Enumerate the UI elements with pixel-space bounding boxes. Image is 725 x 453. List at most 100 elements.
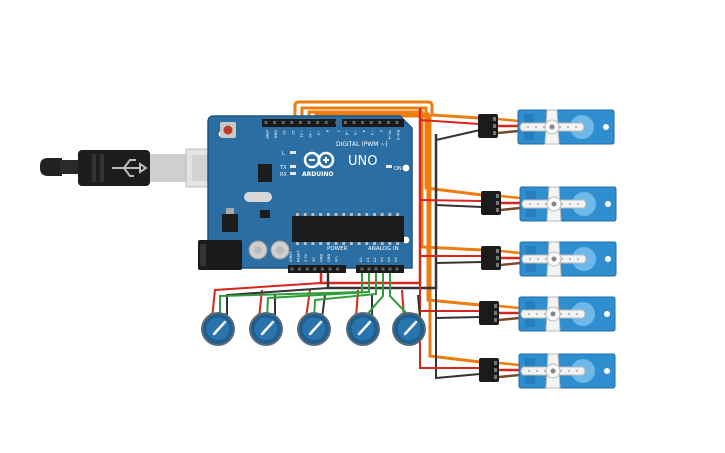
header-pin[interactable] <box>328 267 332 271</box>
top-pin-label: 13 <box>282 130 286 135</box>
signal-wire-servo-1 <box>293 100 480 120</box>
power-pin-label: GND <box>319 254 323 262</box>
usb-cable <box>40 148 227 188</box>
header-pin[interactable] <box>381 267 385 271</box>
usb-chip <box>258 164 272 182</box>
top-pin-label: 7 <box>336 130 340 132</box>
power-pin-label: 3.3V <box>304 253 308 262</box>
header-pin[interactable] <box>324 121 328 124</box>
header-pin[interactable] <box>273 121 277 124</box>
top-pin-label: 8 <box>325 130 329 133</box>
led-rx-label: RX <box>280 172 287 178</box>
servo-motor[interactable] <box>481 186 617 222</box>
potentiometer-knob[interactable] <box>392 312 426 346</box>
power-header[interactable] <box>288 265 346 273</box>
top-pin-label: RX←0 <box>396 130 400 141</box>
power-pin-label: 5V <box>312 257 316 262</box>
header-pin[interactable] <box>386 121 390 124</box>
header-pin[interactable] <box>360 267 364 271</box>
analog-header[interactable] <box>356 265 404 273</box>
analog-pin-label: A2 <box>373 257 377 262</box>
top-pin-label: AREF <box>265 130 269 139</box>
header-pin[interactable] <box>298 121 302 124</box>
analog-pin-label: A0 <box>359 257 363 262</box>
servo-motor[interactable] <box>479 353 616 389</box>
top-pin-label: ~6 <box>344 130 348 136</box>
power-pin-label: Vin <box>335 256 339 262</box>
potentiometer-knob[interactable] <box>201 312 235 346</box>
header-pin[interactable] <box>352 121 356 124</box>
potentiometer-knob[interactable] <box>297 312 331 346</box>
digital-label: DIGITAL (PWM ~) <box>336 141 388 148</box>
header-pin[interactable] <box>307 121 311 124</box>
header-pin[interactable] <box>313 267 317 271</box>
header-pin[interactable] <box>320 267 324 271</box>
top-pin-label: 12 <box>291 130 295 135</box>
header-pin[interactable] <box>367 267 371 271</box>
header-pin[interactable] <box>281 121 285 124</box>
digital-header-right[interactable] <box>342 119 404 127</box>
top-pin-label: GND <box>274 130 278 138</box>
header-pin[interactable] <box>343 121 347 124</box>
header-pin[interactable] <box>369 121 373 124</box>
top-pin-label: ~3 <box>370 130 374 135</box>
signal-wire-servo-3 <box>307 110 483 252</box>
header-pin[interactable] <box>395 121 399 124</box>
analog-pin-label: A5 <box>394 257 398 262</box>
signal-wire-servo-2 <box>300 106 483 197</box>
top-pin-label: ~5 <box>353 130 357 135</box>
crystal <box>244 192 272 202</box>
analog-pin-label: A3 <box>380 257 384 262</box>
header-pin[interactable] <box>290 121 294 124</box>
header-pin[interactable] <box>305 267 309 271</box>
top-pin-label: ~10 <box>308 130 312 138</box>
header-pin[interactable] <box>316 121 320 124</box>
servo-motor[interactable] <box>478 109 615 145</box>
analog-pin-label: A1 <box>366 257 370 262</box>
power-pin-label: GND <box>327 254 331 262</box>
voltage-regulator <box>222 214 238 232</box>
top-pin-label: 2 <box>379 130 383 132</box>
analog-label: ANALOG IN <box>368 246 399 252</box>
power-wire-5v <box>319 108 422 285</box>
header-pin[interactable] <box>378 121 382 124</box>
header-pin[interactable] <box>336 267 340 271</box>
led-on <box>386 165 392 168</box>
top-pin-label: ~11 <box>299 130 303 138</box>
led-rx <box>290 172 296 175</box>
led-l-label: L <box>282 151 285 157</box>
potentiometer-group <box>201 312 426 346</box>
top-pin-label: TX→1 <box>387 129 391 140</box>
servo-motor[interactable] <box>479 296 616 332</box>
led-l <box>290 151 296 154</box>
led-tx-label: TX <box>279 165 287 171</box>
led-tx <box>290 165 296 168</box>
header-pin[interactable] <box>388 267 392 271</box>
small-chip <box>260 210 270 218</box>
analog-pin-label: A4 <box>387 257 391 262</box>
power-jack[interactable] <box>198 240 242 270</box>
header-pin[interactable] <box>264 121 268 124</box>
on-label: ON <box>394 166 402 172</box>
servo-motor[interactable] <box>481 241 617 277</box>
top-pin-label: 4 <box>362 130 366 133</box>
power-pin-label: IOREF <box>289 251 293 262</box>
potentiometer-knob[interactable] <box>346 312 380 346</box>
top-pin-label: ~9 <box>317 130 321 136</box>
usb-icon <box>112 159 148 177</box>
board-brand: ARDUINO <box>302 171 333 178</box>
header-pin[interactable] <box>361 121 365 124</box>
arduino-board[interactable]: AREF GND 13 12 ~11 ~10 ~9 8 7 ~6 ~5 4 ~3 2 TX→1 RX←0 DI… <box>198 115 413 273</box>
header-pin[interactable] <box>298 267 302 271</box>
arduino-logo-icon <box>303 151 335 169</box>
power-pin-label: RESET <box>297 250 301 262</box>
power-label: POWER <box>327 246 348 252</box>
header-pin[interactable] <box>335 121 339 124</box>
header-pin[interactable] <box>290 267 294 271</box>
servo-group <box>478 109 617 389</box>
header-pin[interactable] <box>395 267 399 271</box>
header-pin[interactable] <box>374 267 378 271</box>
board-model: UNO <box>348 154 377 169</box>
potentiometer-knob[interactable] <box>249 312 283 346</box>
